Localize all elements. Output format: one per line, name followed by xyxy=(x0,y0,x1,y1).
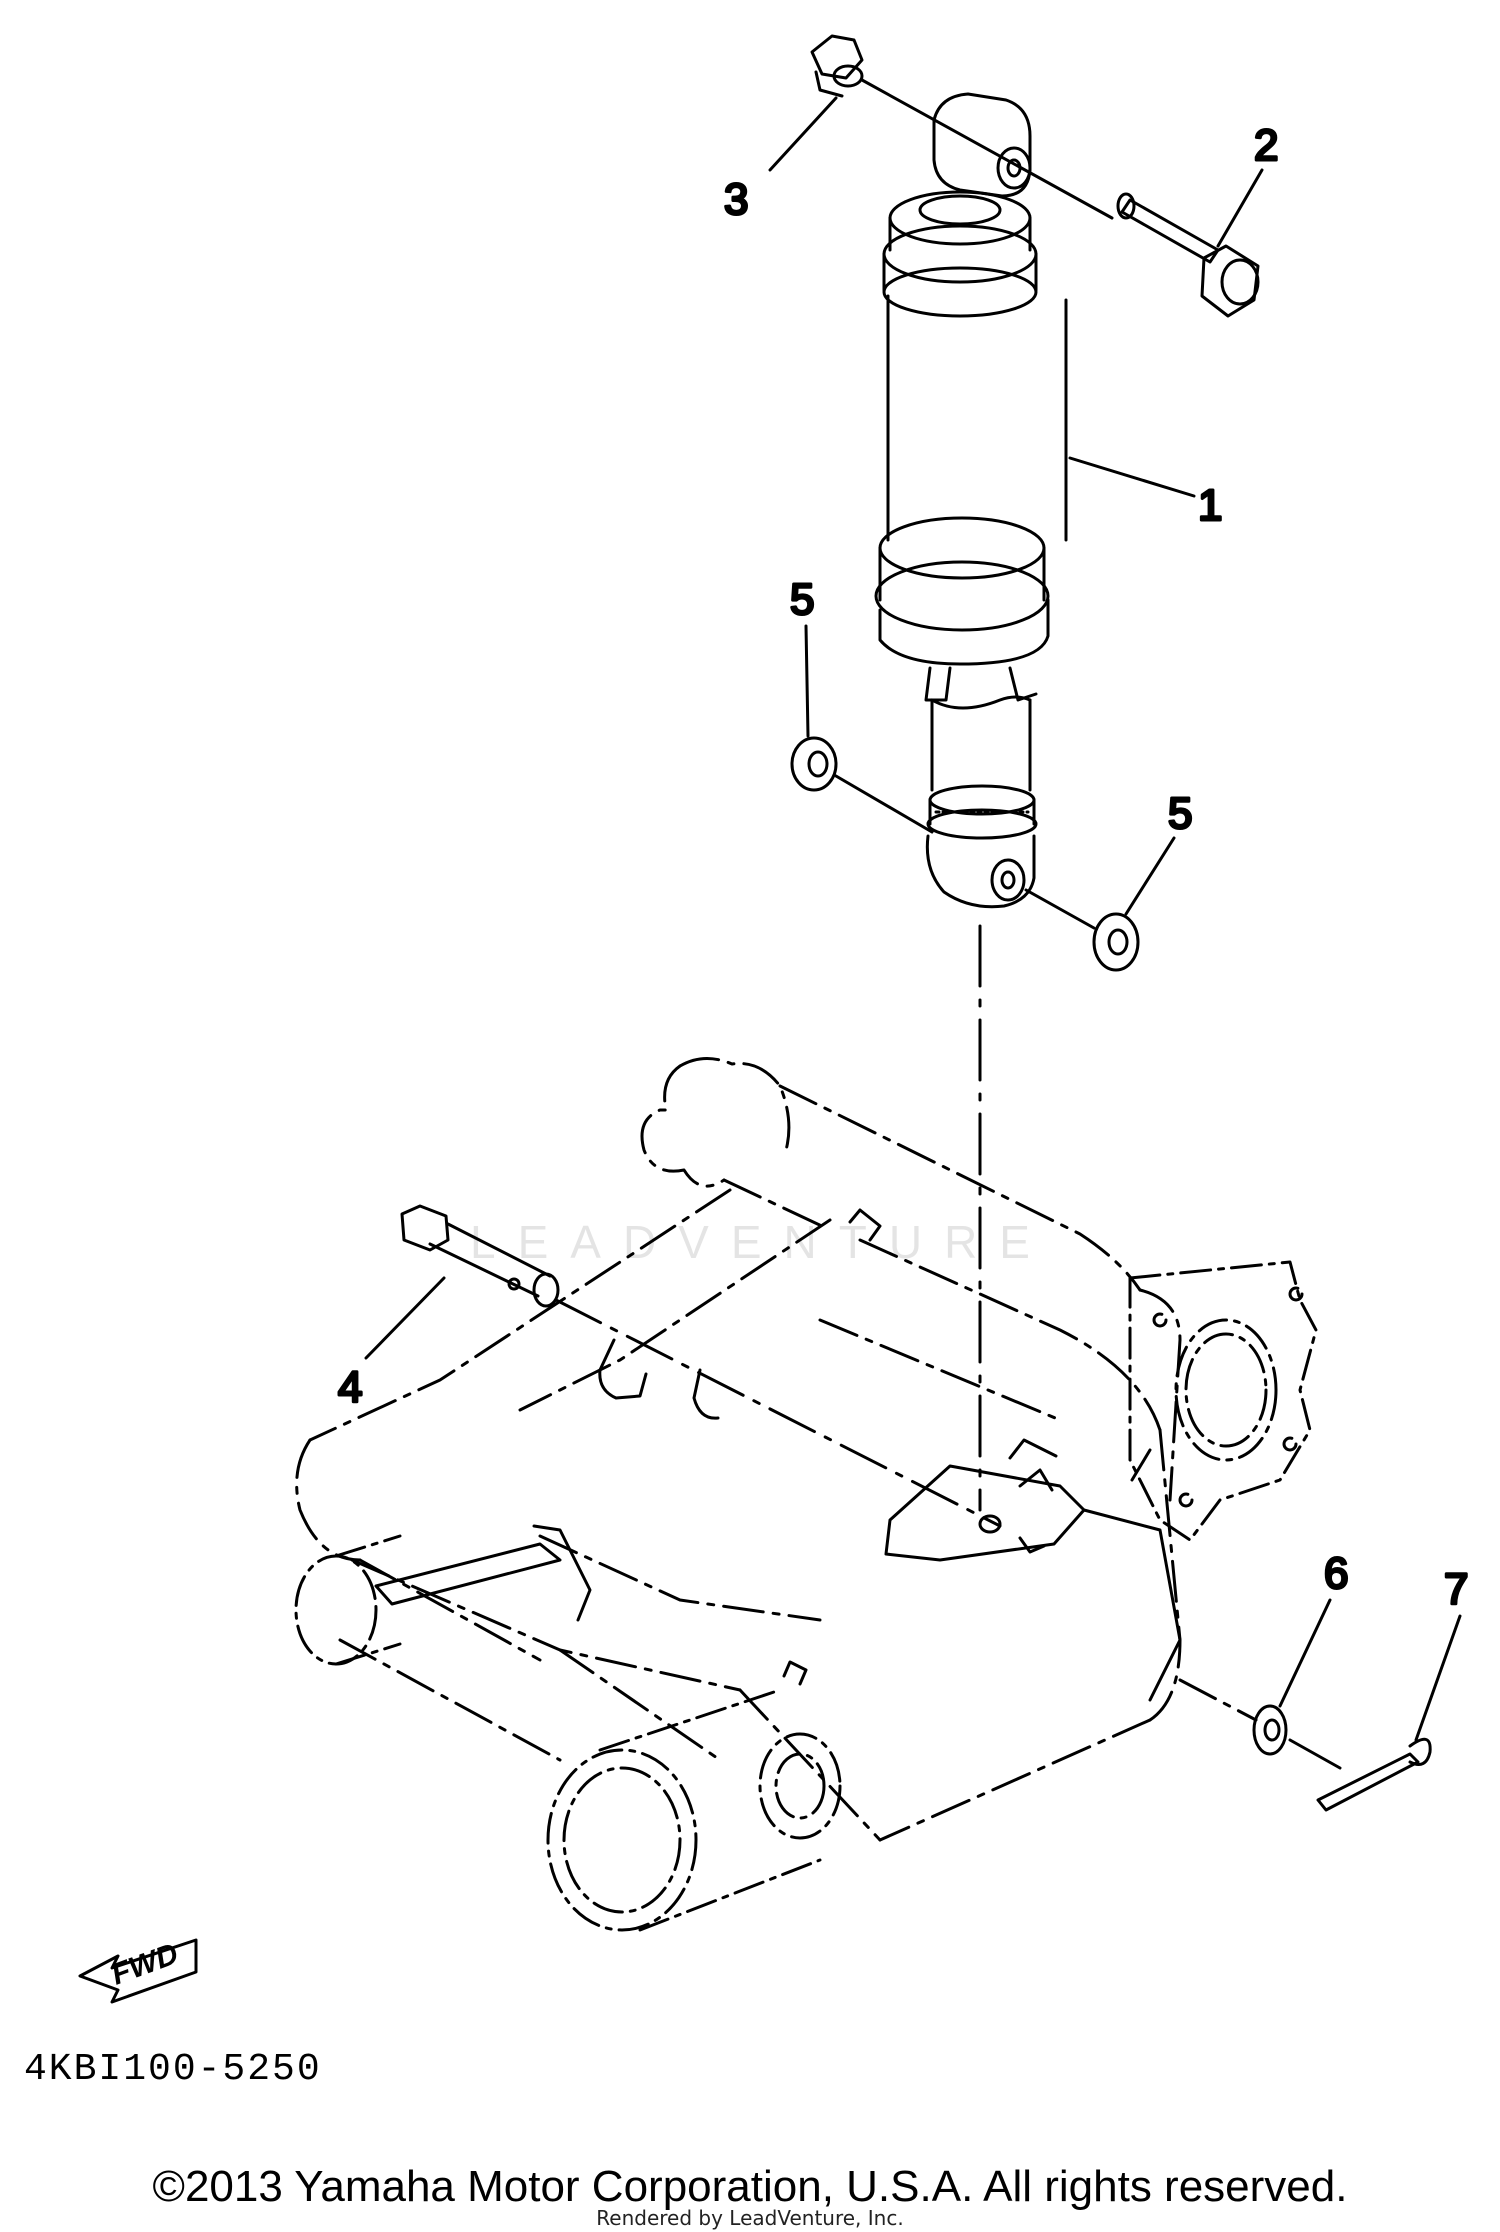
fwd-arrow-icon: FWD xyxy=(78,1937,198,2004)
callout-7: 7 xyxy=(1444,1565,1468,1614)
callout-3: 3 xyxy=(724,175,748,224)
part-6-washer[interactable] xyxy=(1252,1704,1288,1756)
callout-4: 4 xyxy=(338,1363,362,1412)
swingarm-left-pivot-tube xyxy=(294,1534,402,1666)
part-5-washer-right[interactable] xyxy=(1092,912,1140,972)
part-3-flange-nut[interactable] xyxy=(810,34,864,98)
part-5-right-axis-line xyxy=(1024,888,1096,930)
part-2-bolt[interactable] xyxy=(1116,192,1260,318)
rendered-by-credit: Rendered by LeadVenture, Inc. xyxy=(596,2206,904,2230)
watermark: LEADVENTURE xyxy=(470,1216,1052,1268)
part-1-rear-shock-absorber[interactable] xyxy=(874,92,1068,909)
part-2-leader-line xyxy=(1216,168,1264,248)
part-5-left-axis-line xyxy=(834,774,934,834)
callout-6: 6 xyxy=(1324,1549,1348,1598)
swingarm-cable-guides xyxy=(374,1208,1046,1686)
part-7-leader-line xyxy=(1414,1614,1462,1742)
swingarm-shock-bracket xyxy=(884,1438,1182,1702)
swingarm-axle-housing xyxy=(546,1688,842,1932)
part-6-cotter-axis-line xyxy=(1288,1738,1342,1770)
part-4-leader-line xyxy=(364,1276,446,1360)
fwd-label: FWD xyxy=(107,1937,182,1991)
part-code: 4KBI100-5250 xyxy=(24,2048,322,2091)
callout-5-left: 5 xyxy=(790,575,814,624)
part-5-right-leader-line xyxy=(1124,836,1176,916)
part-5-left-leader-line xyxy=(804,624,810,738)
callout-1: 1 xyxy=(1198,481,1222,530)
part-6-leader-line xyxy=(1278,1598,1332,1708)
copyright-notice: ©2013 Yamaha Motor Corporation, U.S.A. A… xyxy=(152,2162,1348,2211)
swingarm-outline xyxy=(295,1057,1182,1842)
part-7-cotter-pin[interactable] xyxy=(1316,1737,1432,1812)
callout-5-right: 5 xyxy=(1168,789,1192,838)
swingarm-hub-flange xyxy=(1128,1260,1318,1542)
part-3-leader-line xyxy=(768,96,838,172)
callout-2: 2 xyxy=(1254,121,1278,170)
part-1-leader-line xyxy=(1068,456,1196,498)
part-5-washer-left[interactable] xyxy=(790,736,838,792)
upper-mount-axis-line xyxy=(860,78,1114,220)
part-6-axis-line xyxy=(1178,1678,1258,1722)
part-4-pivot-bolt[interactable] xyxy=(400,1204,560,1308)
pivot-bolt-axis-line xyxy=(554,1298,1002,1528)
